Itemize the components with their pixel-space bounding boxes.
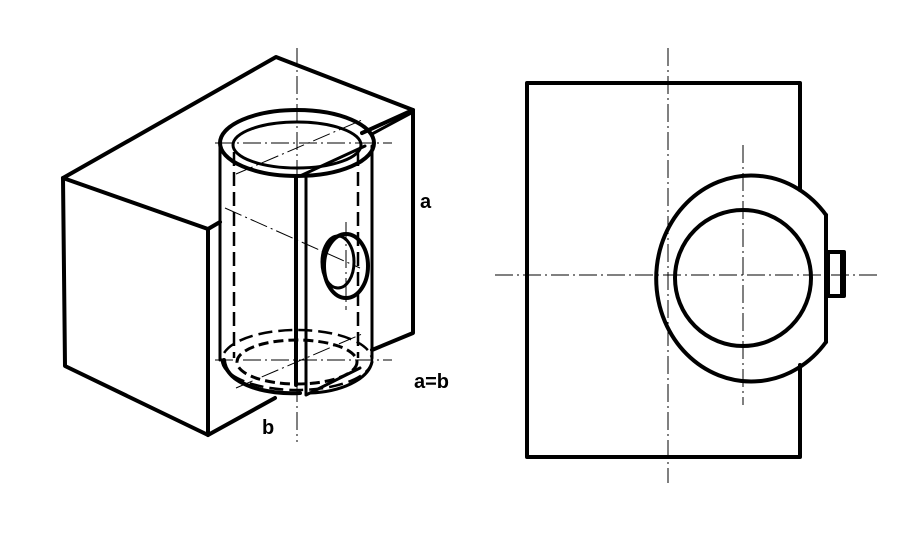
cylinder-bottom-front	[222, 358, 302, 396]
side-hole-inner	[320, 234, 356, 290]
ortho-outer-circle	[654, 173, 828, 384]
block-right-edge	[370, 108, 415, 352]
orthographic-view	[495, 48, 878, 483]
axis-top-diagonal	[235, 119, 363, 175]
ortho-rectangle	[525, 81, 802, 459]
block-top-face	[61, 55, 415, 180]
dimension-a-label: a	[420, 191, 432, 213]
axis-diagonal	[224, 207, 361, 269]
block-left-face	[61, 176, 210, 437]
notch-top-edge	[298, 144, 367, 178]
isometric-view: a a=b b	[61, 48, 449, 442]
block-right-inner-edge	[370, 110, 415, 136]
equality-label: a=b	[414, 371, 449, 393]
block-front-face-bottom	[206, 396, 277, 437]
dimension-b-label: b	[262, 417, 274, 439]
axis-bottom-diagonal	[235, 333, 363, 389]
block-top-front-edge	[61, 176, 222, 231]
